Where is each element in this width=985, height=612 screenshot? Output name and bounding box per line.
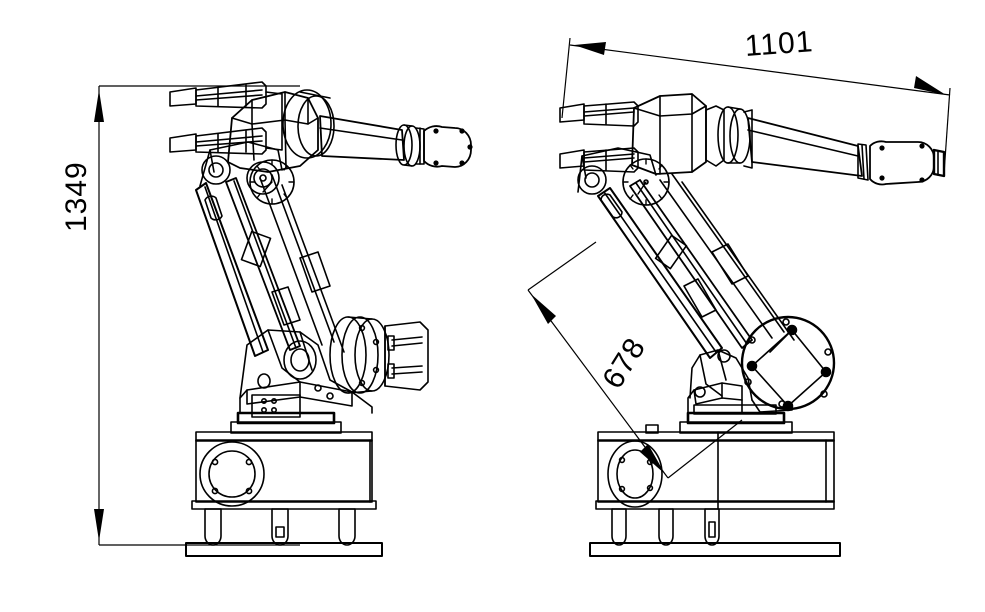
right-shoulder-casting bbox=[687, 349, 753, 414]
dimension-label-1349: 1349 bbox=[60, 161, 93, 232]
left-shoulder-motor bbox=[329, 316, 429, 394]
right-forearm-and-end-effector bbox=[743, 109, 946, 186]
left-cylinder-actuators bbox=[169, 81, 283, 155]
dimension-678 bbox=[527, 241, 743, 479]
right-lower-arm-link bbox=[597, 173, 795, 359]
dimension-label-1101: 1101 bbox=[743, 25, 815, 63]
left-lower-arm-link bbox=[195, 174, 345, 357]
left-upper-arm-housing bbox=[227, 89, 335, 173]
dimension-1349 bbox=[94, 85, 300, 546]
left-forearm-and-wrist bbox=[319, 115, 473, 168]
right-cylinder-actuators bbox=[559, 101, 639, 173]
right-elbow-joint bbox=[577, 147, 670, 206]
dimension-1101 bbox=[561, 37, 951, 175]
left-shoulder-casting bbox=[239, 329, 373, 418]
left-base-assembly bbox=[185, 411, 383, 557]
right-shoulder-joint-flange bbox=[740, 315, 836, 413]
